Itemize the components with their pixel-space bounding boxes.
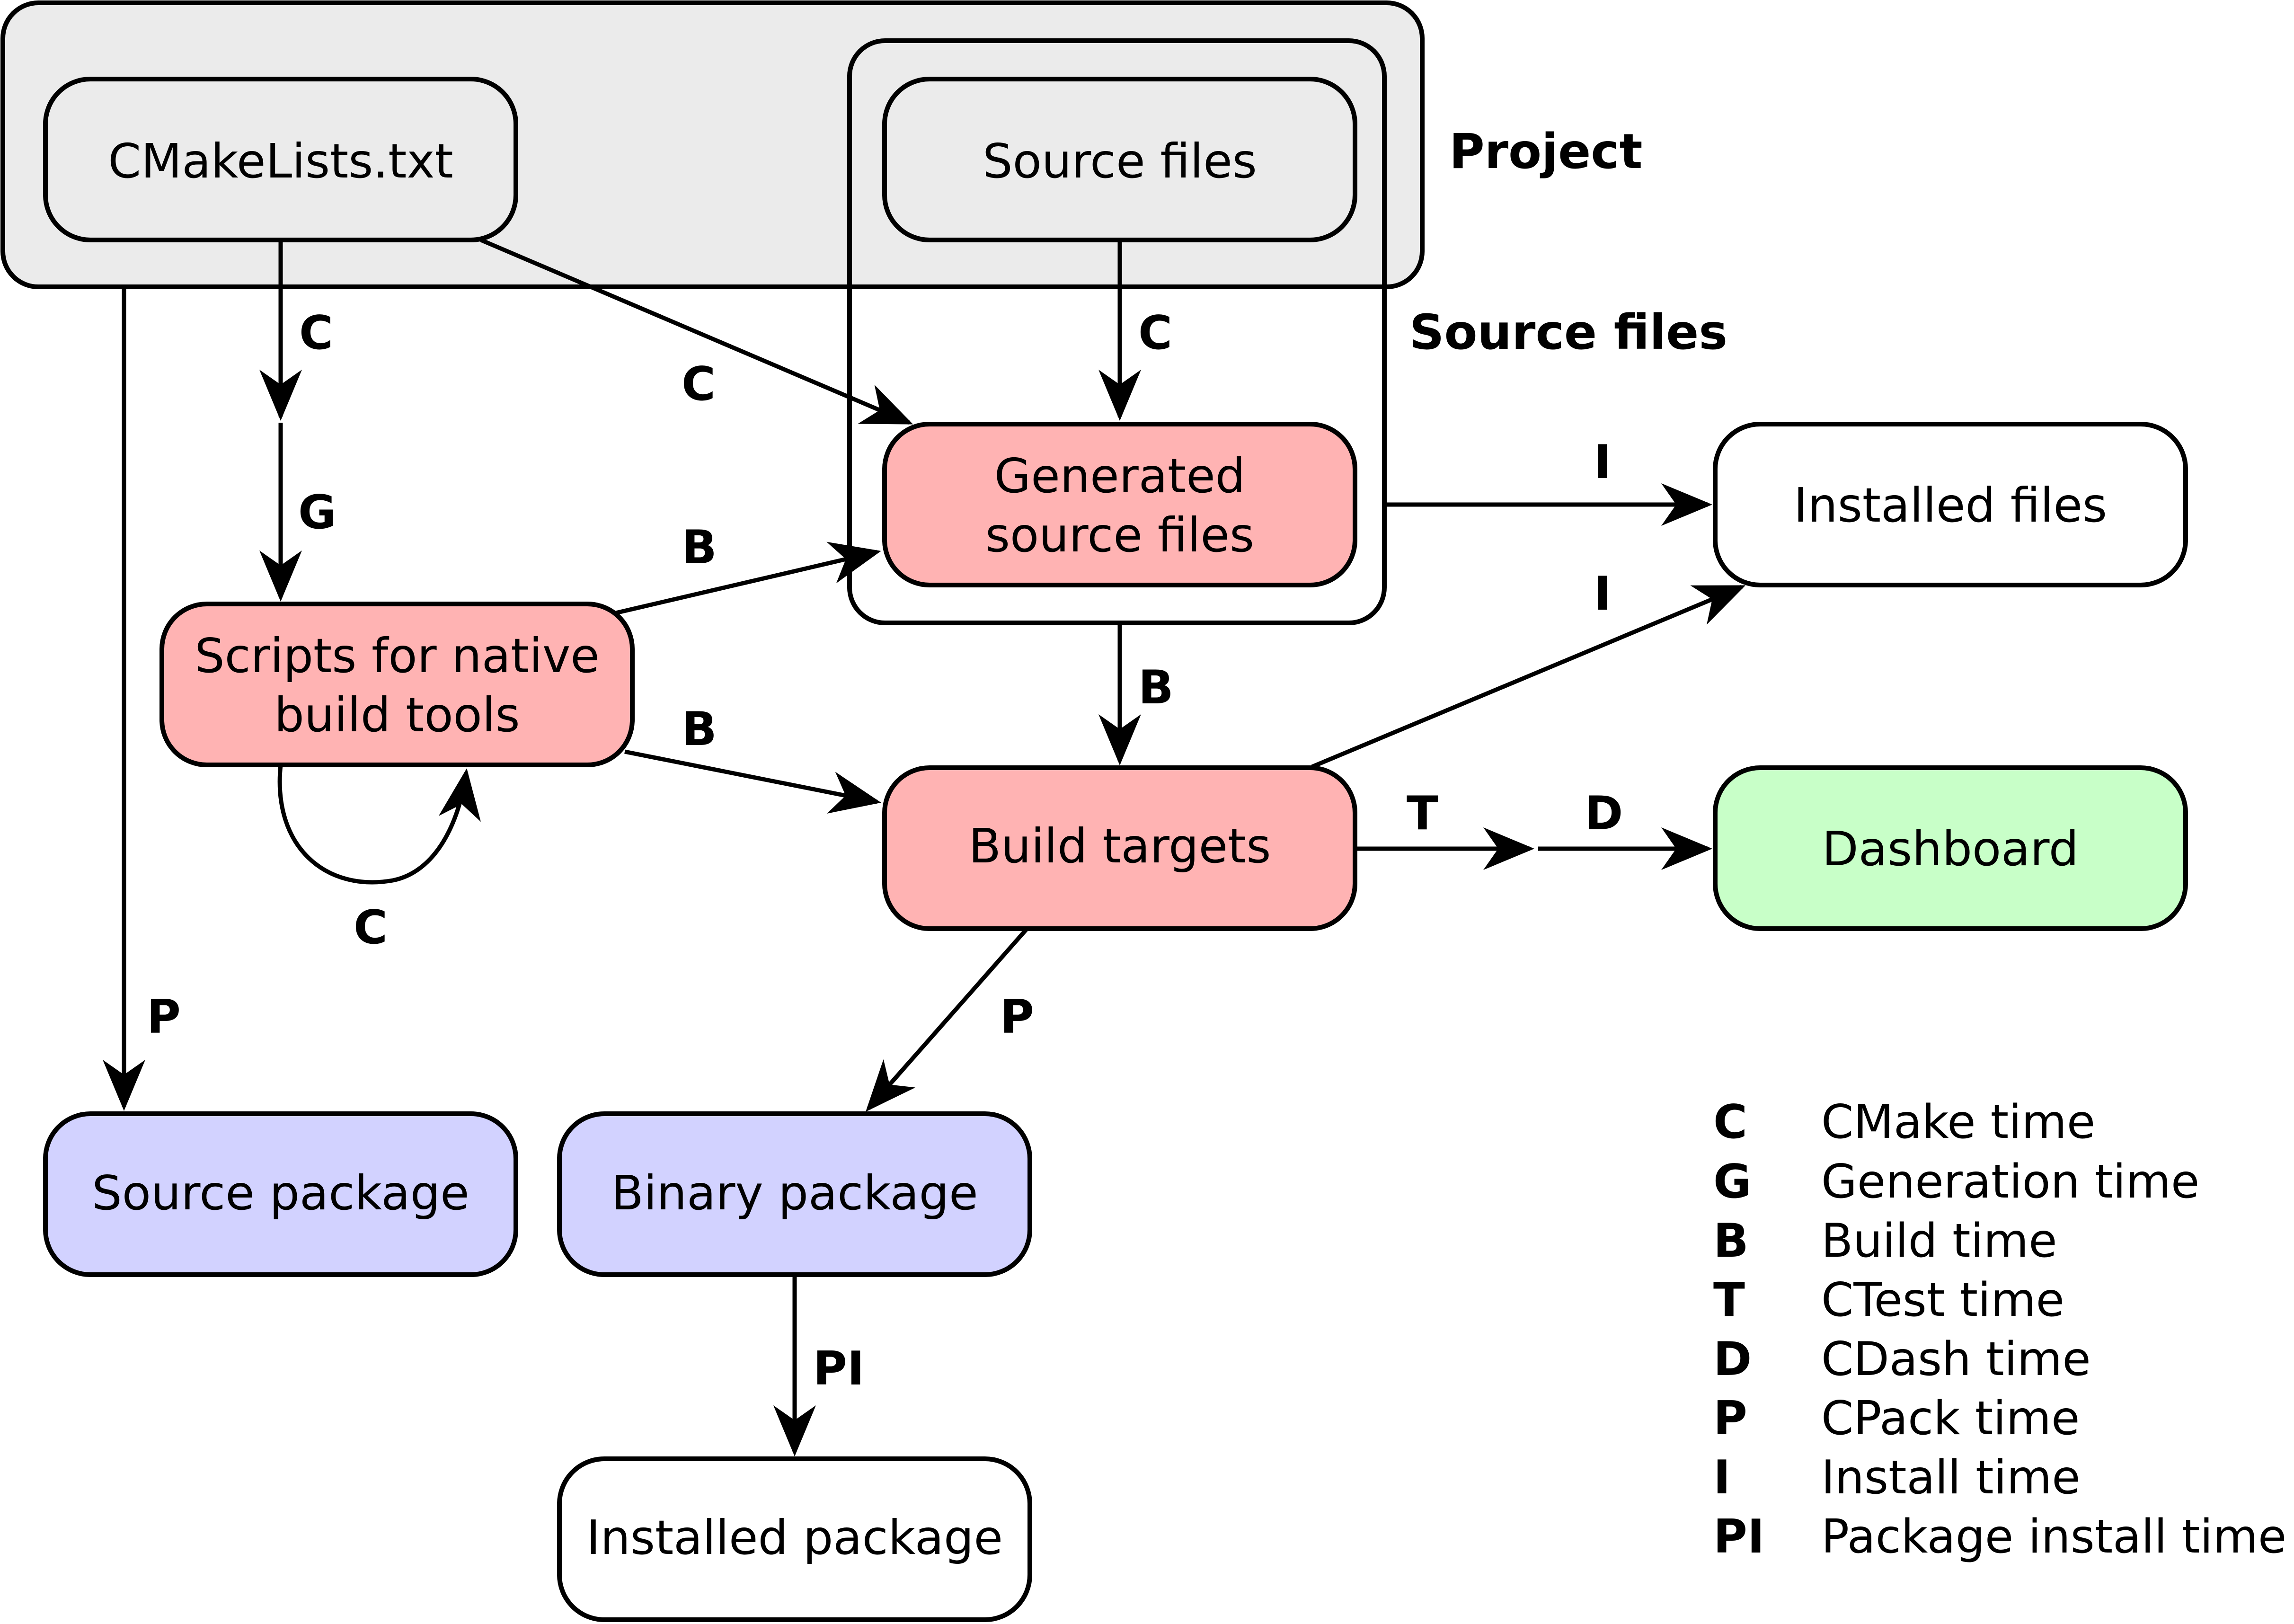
edge-label-t-build: T (1407, 787, 1438, 841)
node-generated-source-files[interactable]: Generated source files (882, 422, 1357, 587)
node-binary-package[interactable]: Binary package (557, 1111, 1032, 1277)
node-build-targets-label: Build targets (969, 818, 1271, 874)
node-binary-package-label: Binary package (611, 1165, 978, 1221)
node-source-package[interactable]: Source package (43, 1111, 518, 1277)
legend-desc: Install time (1821, 1451, 2081, 1505)
legend-desc: Package install time (1821, 1510, 2286, 1564)
edge-label-b-scripts-build: B (682, 702, 717, 756)
edge-labels: C C C G B B C B I I T D P P PI (147, 306, 1623, 1396)
node-generated-label-line1: Generated (994, 448, 1246, 504)
legend-code: P (1713, 1392, 1747, 1446)
node-scripts-native-build-tools[interactable]: Scripts for native build tools (159, 602, 635, 767)
edge-label-c-cmake-down: C (299, 306, 333, 360)
edges (103, 238, 1746, 1456)
node-generated-label-line2: source files (985, 507, 1254, 563)
legend-desc: CPack time (1821, 1392, 2080, 1446)
node-source-files[interactable]: Source files (882, 77, 1357, 242)
node-cmakelists-label: CMakeLists.txt (108, 133, 453, 189)
legend-code: C (1713, 1095, 1747, 1149)
node-installed-package-label: Installed package (586, 1510, 1003, 1565)
legend-desc: CTest time (1821, 1273, 2064, 1327)
edge-label-i-build-installed: I (1594, 567, 1611, 621)
node-build-targets[interactable]: Build targets (882, 765, 1357, 931)
legend-code: T (1713, 1273, 1745, 1327)
edge-label-pi-installed-package: PI (813, 1342, 864, 1396)
legend-desc: CMake time (1821, 1095, 2095, 1149)
edge-cmake-to-generated (480, 238, 913, 425)
edge-label-b-scripts-generated: B (682, 521, 717, 575)
edge-label-p-binary-package: P (1000, 990, 1034, 1044)
source-files-group-title: Source files (1409, 304, 1727, 361)
edge-scripts-loop (277, 764, 481, 885)
node-scripts-label-line2: build tools (274, 687, 520, 743)
edge-label-d-dashboard: D (1585, 787, 1623, 841)
legend-desc: Build time (1821, 1214, 2057, 1268)
edge-label-b-generated-build: B (1138, 661, 1174, 715)
edge-build-to-binary-package (866, 927, 1029, 1112)
legend-code: PI (1713, 1510, 1764, 1564)
node-installed-files-label: Installed files (1794, 478, 2107, 533)
legend-code: B (1713, 1214, 1749, 1268)
node-scripts-label-line1: Scripts for native (195, 628, 600, 683)
legend-code: G (1713, 1155, 1751, 1209)
edge-scripts-to-generated (615, 541, 881, 615)
edge-label-i-generated-installed: I (1594, 435, 1611, 489)
edge-label-p-source-package: P (147, 990, 181, 1044)
node-source-files-label: Source files (983, 133, 1257, 189)
node-cmakelists[interactable]: CMakeLists.txt (43, 77, 518, 242)
legend-desc: CDash time (1821, 1332, 2091, 1386)
edge-label-g-scripts: G (298, 486, 336, 540)
edge-label-c-cmake-generated: C (682, 357, 716, 411)
legend: C CMake time G Generation time B Build t… (1713, 1095, 2286, 1564)
node-installed-package[interactable]: Installed package (557, 1456, 1032, 1622)
edge-label-c-scripts-loop: C (354, 901, 388, 955)
edge-build-to-installed (1311, 585, 1746, 769)
node-dashboard-label: Dashboard (1822, 821, 2079, 877)
node-installed-files[interactable]: Installed files (1713, 422, 2188, 587)
source-files-group-box (847, 38, 1387, 625)
legend-code: I (1713, 1451, 1730, 1505)
legend-code: D (1713, 1332, 1752, 1386)
node-source-package-label: Source package (92, 1165, 469, 1221)
project-group-title: Project (1449, 124, 1643, 180)
node-dashboard[interactable]: Dashboard (1713, 765, 2188, 931)
legend-desc: Generation time (1821, 1155, 2199, 1209)
edge-scripts-to-build (624, 749, 881, 814)
edge-label-c-source-generated: C (1138, 306, 1172, 360)
